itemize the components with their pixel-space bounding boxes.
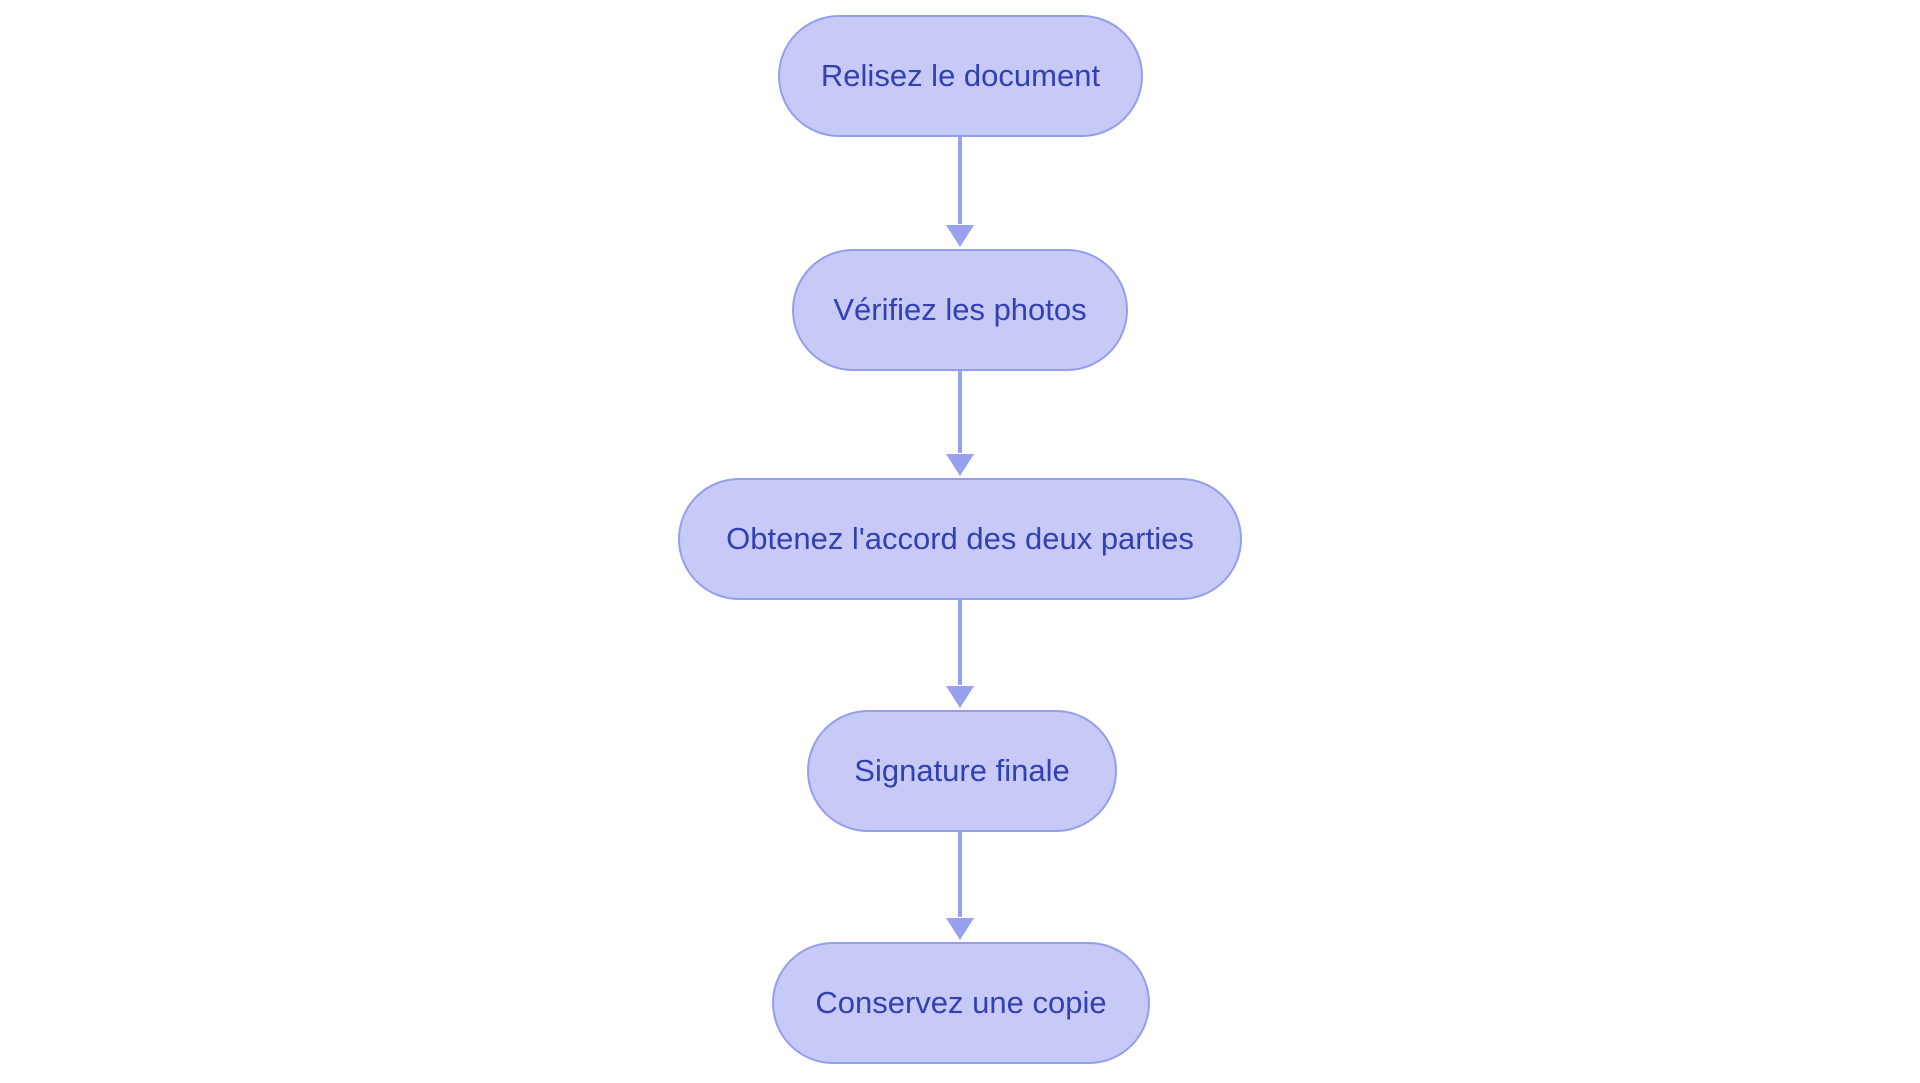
arrow-line: [958, 600, 962, 685]
node-label: Relisez le document: [820, 58, 1101, 93]
node-label: Obtenez l'accord des deux parties: [726, 521, 1194, 556]
node-relisez-le-document: Relisez le document: [778, 15, 1143, 137]
node-label: Conservez une copie: [815, 985, 1107, 1020]
flow-arrow-4: [946, 832, 974, 942]
arrow-line: [958, 371, 962, 453]
flow-arrow-3: [946, 600, 974, 710]
flow-arrow-2: [946, 371, 974, 478]
arrow-head: [946, 686, 974, 708]
node-signature-finale: Signature finale: [807, 710, 1117, 832]
flow-arrow-1: [946, 137, 974, 249]
arrow-line: [958, 137, 962, 224]
node-verifiez-les-photos: Vérifiez les photos: [792, 249, 1128, 371]
node-conservez-une-copie: Conservez une copie: [772, 942, 1150, 1064]
node-obtenez-laccord-des-deux-parties: Obtenez l'accord des deux parties: [678, 478, 1242, 600]
node-label: Vérifiez les photos: [833, 292, 1087, 327]
arrow-head: [946, 454, 974, 476]
node-label: Signature finale: [854, 753, 1070, 788]
arrow-line: [958, 832, 962, 917]
arrow-head: [946, 225, 974, 247]
arrow-head: [946, 918, 974, 940]
